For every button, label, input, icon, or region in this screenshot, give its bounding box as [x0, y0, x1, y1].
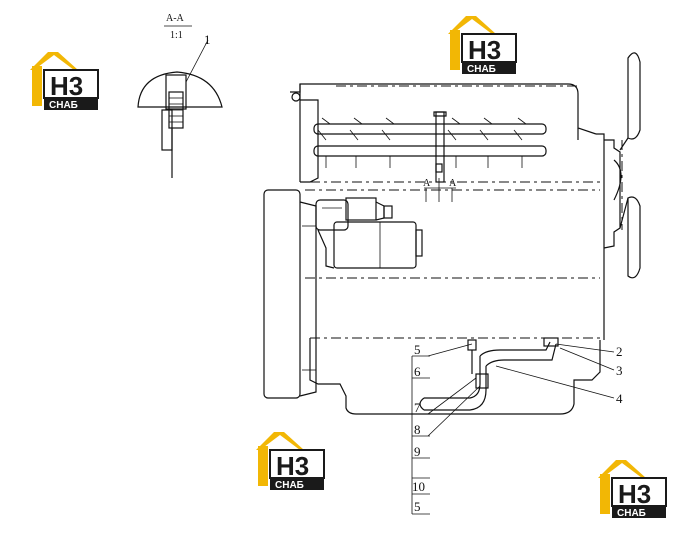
- callout-6: 6: [414, 364, 421, 379]
- watermark-logo-top-center: H3 CHAБ: [448, 16, 517, 75]
- watermark-logo-top-left: H3 CHAБ: [30, 52, 99, 111]
- logo-caption: CHAБ: [467, 64, 496, 75]
- logo-mark: H3: [468, 35, 501, 65]
- section-view: A-A 1:1 1: [137, 13, 223, 178]
- injector-rail: A A: [310, 111, 600, 202]
- watermark-logo-bottom-left: H3 CHAБ: [256, 432, 325, 491]
- section-title: A-A: [166, 13, 185, 24]
- callouts-left: 5 6 7 8 9 10 5: [412, 342, 425, 514]
- callout-9: 9: [414, 444, 421, 459]
- section-scale: 1:1: [170, 30, 183, 41]
- logo-caption: CHAБ: [49, 100, 78, 111]
- logo-mark: H3: [276, 451, 309, 481]
- section-marker-right: A: [449, 178, 457, 189]
- callout-3: 3: [616, 363, 623, 378]
- callout-5-bottom: 5: [414, 499, 421, 514]
- logo-mark: H3: [50, 71, 83, 101]
- logo-caption: CHAБ: [617, 508, 646, 519]
- section-marker-left: A: [423, 178, 431, 189]
- callout-4: 4: [616, 391, 623, 406]
- leader-lines: [411, 343, 615, 515]
- fan-assembly: [603, 52, 641, 279]
- watermark-logo-bottom-right: H3 CHAБ: [598, 460, 667, 519]
- callout-7: 7: [414, 400, 421, 415]
- callout-8: 8: [414, 422, 421, 437]
- callout-5: 5: [414, 342, 421, 357]
- callout-1: 1: [204, 32, 211, 47]
- engine-block: [290, 83, 605, 415]
- oil-drain-pipe: [419, 337, 559, 411]
- logo-mark: H3: [618, 479, 651, 509]
- flywheel-housing: [263, 189, 317, 399]
- starter-motor: [315, 197, 423, 269]
- callout-2: 2: [616, 344, 623, 359]
- logo-caption: CHAБ: [275, 480, 304, 491]
- callouts-right: 2 3 4: [616, 344, 623, 406]
- callout-10: 10: [412, 479, 425, 494]
